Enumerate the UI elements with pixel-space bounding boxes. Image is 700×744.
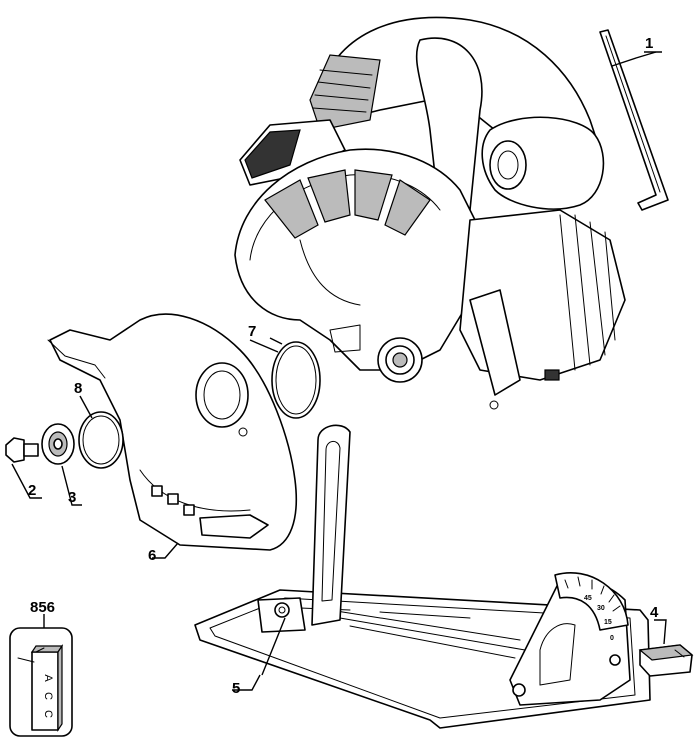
bevel-knob [638,644,694,677]
bevel-tick-45: 45 [584,595,592,602]
accessory-kit: A C C [9,627,73,737]
callout-4: 4 [650,604,659,621]
callout-856: 856 [30,599,55,616]
clamp-washer [41,423,75,465]
callout-8: 8 [74,380,82,397]
bevel-tick-0: 0 [610,635,614,642]
kit-letter-a: A [42,674,54,682]
bevel-tick-15: 15 [604,619,612,626]
callout-7: 7 [248,323,256,340]
callout-5: 5 [232,680,240,697]
o-ring [78,411,124,469]
blade-bolt [5,437,39,463]
callout-leaders [11,51,667,691]
kit-letter-c2: C [42,710,54,718]
callout-6: 6 [148,547,156,564]
base-plate: 45 30 15 0 [194,424,651,729]
callout-1: 1 [645,35,653,52]
saw-body [234,16,626,410]
callout-3: 3 [68,489,76,506]
bevel-tick-30: 30 [597,605,605,612]
guard-spring [269,337,321,419]
kit-letter-c1: C [42,692,54,700]
hex-key [599,29,669,211]
callout-2: 2 [28,482,36,499]
lower-blade-guard [47,313,298,551]
